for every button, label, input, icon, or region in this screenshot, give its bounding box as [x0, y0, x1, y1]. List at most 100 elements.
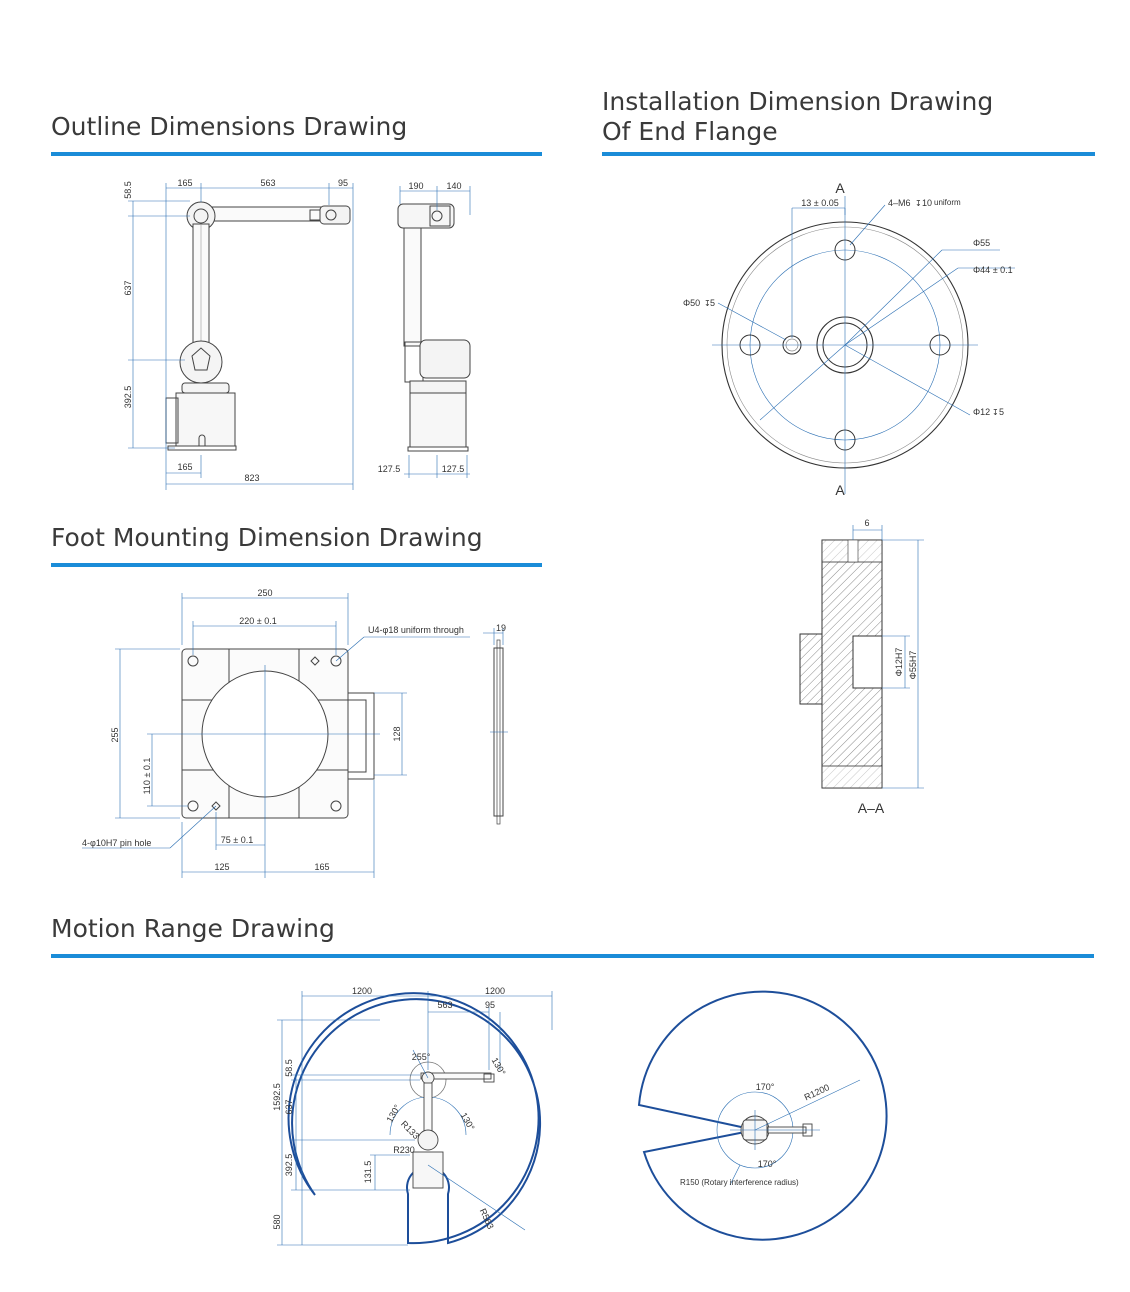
dim-4-m6: 4–M6	[888, 198, 911, 208]
dim-pin-hole: 4-φ10H7 pin hole	[82, 838, 151, 848]
outline-front-view	[165, 201, 351, 451]
motion-top-view	[637, 990, 888, 1241]
angle-170-bottom: 170°	[758, 1159, 777, 1169]
foot-side-block-inner	[347, 699, 367, 773]
foot-mounting-view	[181, 639, 504, 825]
flange-section-title-line2: Of End Flange	[602, 117, 778, 146]
dim-4-m6-depth: 10	[922, 198, 932, 208]
radius-150-label: R150 (Rotary interference radius)	[680, 1178, 799, 1187]
end-flange	[309, 209, 321, 221]
section-top-slot	[847, 539, 859, 563]
dim-637-motion: 637	[284, 1099, 294, 1114]
radius-1200: R1200	[803, 1082, 831, 1102]
side-base-foot	[407, 446, 469, 452]
dim-392-5-motion: 392.5	[284, 1154, 294, 1177]
foot-dimensions	[82, 593, 508, 878]
dim-580: 580	[272, 1214, 282, 1229]
side-base-housing	[409, 392, 467, 448]
dim-250: 250	[257, 588, 272, 598]
angle-255: 255°	[412, 1052, 431, 1062]
dim-131-5: 131.5	[363, 1161, 373, 1184]
dim-220: 220 ± 0.1	[239, 616, 276, 626]
dim-1592-5: 1592.5	[272, 1083, 282, 1111]
dim-140: 140	[446, 181, 461, 191]
side-wrist-joint	[431, 210, 443, 222]
flange-plan-labels: A A 13 ± 0.05 4–M6 ↧ 10 uniform Φ55 Φ44 …	[683, 180, 1013, 498]
dim-phi-50-depth: 5	[710, 298, 715, 308]
foot-title-rule	[51, 563, 542, 567]
side-head	[397, 203, 455, 229]
base-housing	[175, 392, 236, 447]
dim-637: 637	[123, 280, 133, 295]
outline-side-labels: 190 140 127.5 127.5	[378, 181, 465, 474]
dim-110: 110 ± 0.1	[142, 758, 152, 795]
motion-section-title: Motion Range Drawing	[51, 914, 335, 943]
dim-125: 125	[214, 862, 229, 872]
section-label-a-a: A–A	[858, 800, 885, 816]
motion-envelope	[287, 992, 542, 1245]
dim-phi-44: Φ44 ± 0.1	[973, 265, 1013, 275]
dim-128: 128	[392, 726, 402, 741]
dim-phi-55: Φ55	[973, 238, 990, 248]
mount-hole-br	[330, 800, 342, 812]
mount-hole-tr	[330, 655, 342, 667]
side-wrist	[429, 205, 451, 227]
dim-95: 95	[338, 178, 348, 188]
section-bottom-hole	[821, 765, 883, 789]
flange-plan-view	[712, 196, 1015, 494]
dim-255: 255	[110, 727, 120, 742]
section-mark-a-top: A	[835, 180, 845, 196]
dim-u4-holes: U4-φ18 uniform through	[368, 625, 464, 635]
side-arm	[403, 227, 422, 347]
upper-arm	[199, 206, 329, 222]
foot-section-title: Foot Mounting Dimension Drawing	[51, 523, 483, 552]
dim-19: 19	[496, 623, 506, 633]
dim-phi-12: Φ12	[973, 407, 990, 417]
mount-hole-tl	[187, 655, 199, 667]
elbow-inner-shape	[191, 347, 211, 371]
dim-127-5-right: 127.5	[442, 464, 465, 474]
dim-75: 75 ± 0.1	[221, 835, 253, 845]
motion-side-view	[277, 991, 553, 1246]
dim-165-bottom: 165	[177, 462, 192, 472]
dim-165: 165	[314, 862, 329, 872]
dim-165-top: 165	[177, 178, 192, 188]
motion-title-rule	[51, 954, 1094, 958]
flange-title-rule	[602, 152, 1095, 156]
dim-58-5: 58.5	[123, 181, 133, 199]
dim-phi-50: Φ50	[683, 298, 700, 308]
dim-1200-right: 1200	[485, 986, 505, 996]
wrist-block	[319, 205, 351, 225]
dim-phi-55h7: Φ55H7	[908, 651, 918, 680]
wrist-joint	[325, 209, 337, 221]
section-mark-a-bottom: A	[835, 482, 845, 498]
dim-95-motion: 95	[485, 1000, 495, 1010]
outline-side-view	[397, 203, 471, 452]
dim-563: 563	[260, 178, 275, 188]
pin-hole-bl	[211, 801, 221, 811]
base-cap	[181, 382, 230, 394]
dim-6: 6	[864, 518, 869, 528]
pin-hole-tr	[310, 656, 320, 666]
side-base-cap	[409, 380, 467, 394]
dim-phi-12-depth-symbol: ↧	[992, 408, 999, 417]
elbow-joint	[179, 340, 223, 384]
outline-title-rule	[51, 152, 542, 156]
base-foot	[167, 445, 237, 451]
angle-130-c: 130°	[459, 1111, 477, 1132]
dim-13-0-05: 13 ± 0.05	[801, 198, 838, 208]
outline-front-labels: 165 563 95 58.5 637 392.5 165 823	[123, 178, 348, 483]
dim-190: 190	[408, 181, 423, 191]
side-elbow-right	[419, 339, 471, 379]
radius-230: R230	[393, 1145, 415, 1155]
foot-side-block	[347, 692, 375, 780]
shoulder-joint-inner	[193, 208, 209, 224]
angle-170-top: 170°	[756, 1082, 775, 1092]
dim-127-5-left: 127.5	[378, 464, 401, 474]
angle-130-b: 130°	[384, 1103, 402, 1124]
dim-58-5-motion: 58.5	[284, 1059, 294, 1077]
dim-1200-left: 1200	[352, 986, 372, 996]
dim-phi-12h7: Φ12H7	[894, 648, 904, 677]
dim-392-5: 392.5	[123, 386, 133, 409]
dim-phi-12-depth: 5	[999, 407, 1004, 417]
